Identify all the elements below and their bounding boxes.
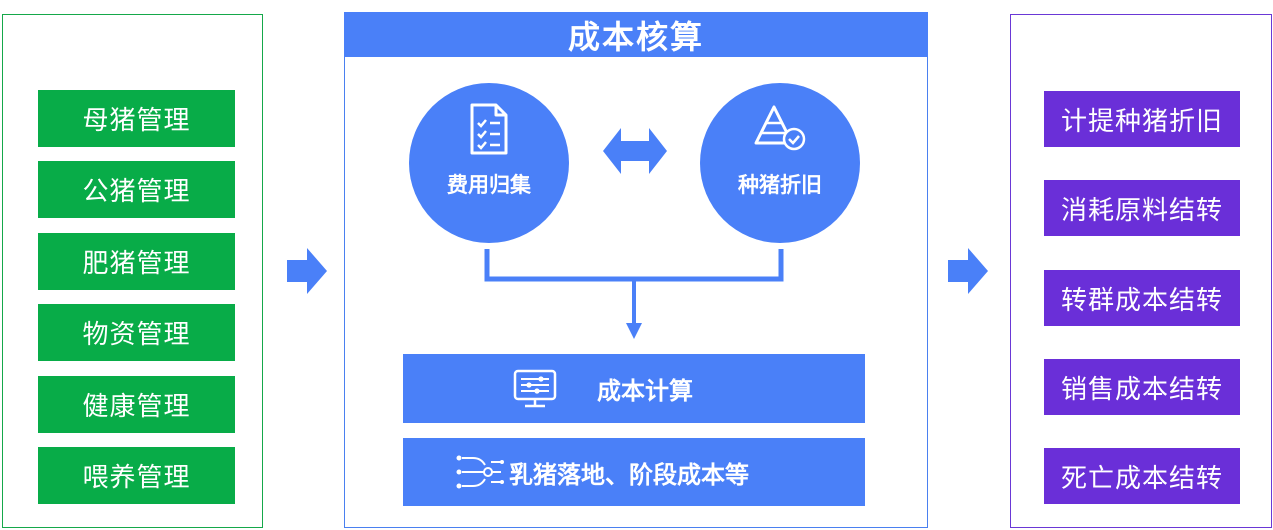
left-item: 母猪管理 [38, 90, 235, 147]
right-item: 计提种猪折旧 [1044, 91, 1240, 147]
left-item: 喂养管理 [38, 447, 235, 504]
right-item: 销售成本结转 [1044, 359, 1240, 415]
center-panel: 成本核算 费用归集 种猪折旧 [344, 12, 928, 528]
piglet-stage-cost-bar: 乳猪落地、阶段成本等 [403, 438, 865, 506]
left-item: 公猪管理 [38, 161, 235, 218]
monitor-sliders-icon [513, 369, 557, 408]
left-item: 肥猪管理 [38, 233, 235, 290]
circuit-network-icon [456, 455, 504, 489]
flow-arrow-right-icon [287, 248, 327, 294]
center-title: 成本核算 [344, 12, 928, 57]
left-item: 物资管理 [38, 304, 235, 361]
circle-label: 费用归集 [447, 173, 531, 197]
right-item: 消耗原料结转 [1044, 180, 1240, 236]
right-item: 转群成本结转 [1044, 270, 1240, 326]
document-checklist-icon [470, 103, 508, 155]
breeding-pig-depreciation-circle: 种猪折旧 [700, 83, 860, 243]
merge-connector [484, 249, 784, 339]
pyramid-check-icon [754, 105, 806, 151]
cost-calculation-bar: 成本计算 [403, 354, 865, 423]
bar-label: 成本计算 [597, 377, 693, 405]
left-panel: 母猪管理 公猪管理 肥猪管理 物资管理 健康管理 喂养管理 [2, 14, 263, 528]
expense-collection-circle: 费用归集 [409, 83, 569, 243]
bar-label: 乳猪落地、阶段成本等 [509, 460, 749, 489]
double-arrow-icon [603, 128, 667, 174]
left-item: 健康管理 [38, 376, 235, 433]
flow-arrow-right-icon [948, 248, 988, 294]
right-item: 死亡成本结转 [1044, 448, 1240, 504]
right-panel: 计提种猪折旧 消耗原料结转 转群成本结转 销售成本结转 死亡成本结转 [1010, 14, 1272, 528]
circle-label: 种猪折旧 [738, 173, 822, 197]
